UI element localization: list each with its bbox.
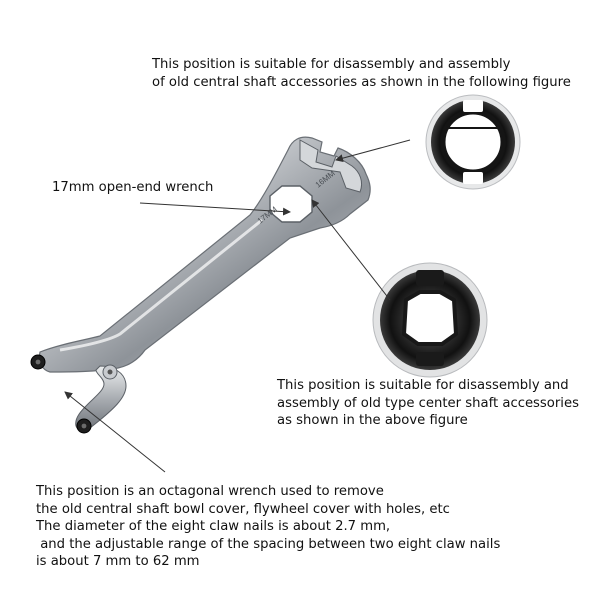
annotation-middle-line-2: assembly of old type center shaft access… (277, 395, 579, 411)
wrench-label-text: 17mm open-end wrench (52, 180, 214, 195)
swing-arm (75, 365, 127, 432)
annotation-bottom-line-5: is about 7 mm to 62 mm (36, 554, 200, 569)
wrench-handle (38, 136, 371, 373)
wrench-open-end-jaw (299, 139, 363, 193)
annotation-bottom-line-4: and the adjustable range of the spacing … (36, 536, 501, 552)
arrow-top (335, 139, 411, 163)
annotation-wrench-label: 17mm open-end wrench (52, 179, 213, 197)
annotation-top-line-2: of old central shaft accessories as show… (152, 74, 571, 90)
annotation-middle-line-3: as shown in the above figure (277, 413, 468, 428)
annotation-top-line-1: This position is suitable for disassembl… (152, 57, 511, 72)
arrow-bottom (64, 391, 166, 473)
wrench-hex-cutout (269, 185, 313, 223)
arrow-middle (311, 199, 391, 301)
annotation-middle: This position is suitable for disassembl… (277, 377, 579, 430)
annotation-bottom-line-1: This position is an octagonal wrench use… (36, 484, 384, 499)
arrows (64, 139, 411, 473)
wrench-highlight (59, 218, 263, 352)
annotation-bottom-line-3: The diameter of the eight claw nails is … (36, 519, 391, 534)
annotation-top: This position is suitable for disassembl… (152, 56, 571, 91)
part-middle (372, 262, 488, 378)
part-top (425, 94, 521, 190)
annotation-middle-line-1: This position is suitable for disassembl… (277, 378, 569, 393)
arrow-wrench-label (139, 202, 291, 216)
annotation-bottom-line-2: the old central shaft bowl cover, flywhe… (36, 501, 450, 517)
annotation-bottom: This position is an octagonal wrench use… (36, 483, 500, 571)
wrench: 16MM 17MM (30, 136, 371, 434)
